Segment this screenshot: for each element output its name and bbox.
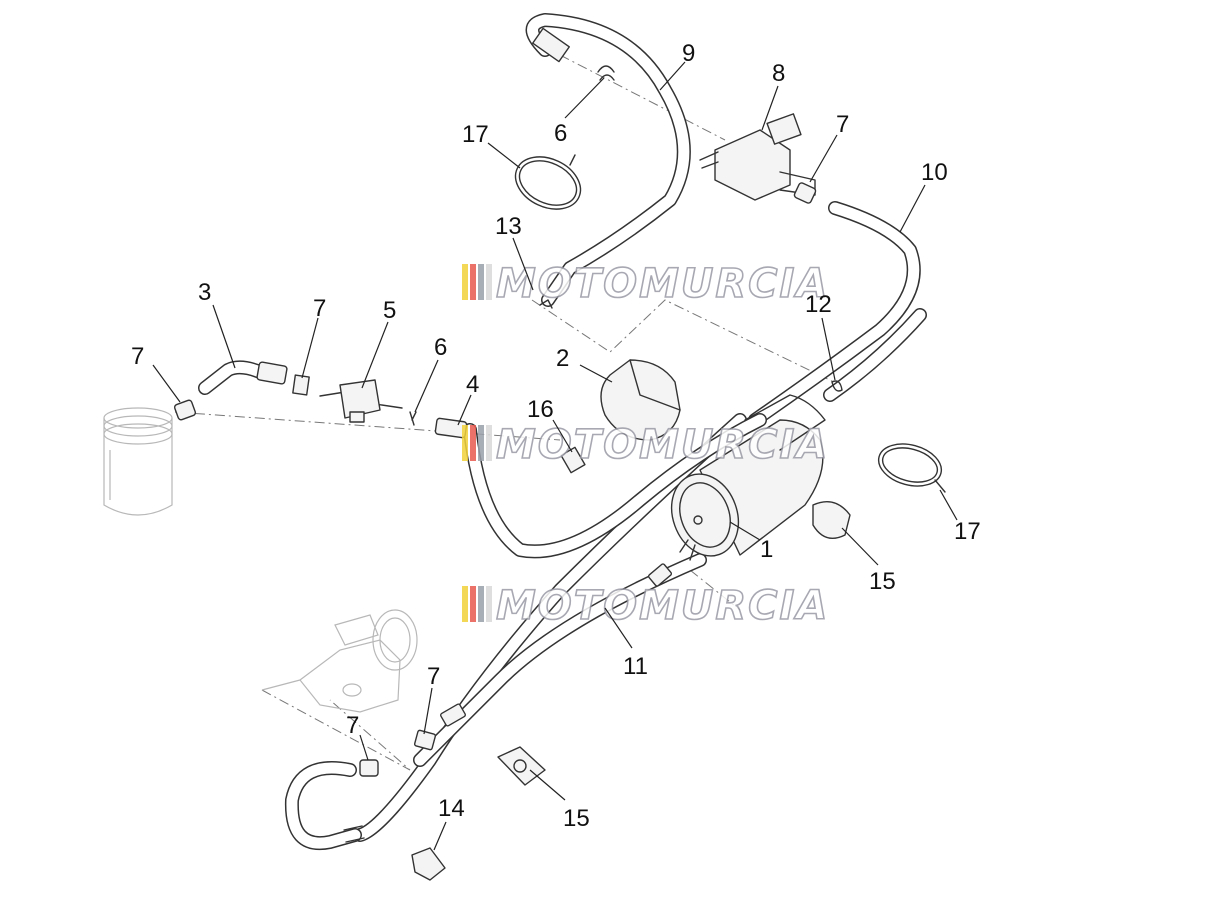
- callout-4: 4: [466, 371, 479, 398]
- callout-5: 5: [383, 297, 396, 324]
- watermark-stripe: [462, 586, 468, 622]
- hose-16: [463, 413, 767, 559]
- callout-7-upper: 7: [313, 295, 326, 322]
- purge-valve: [699, 113, 816, 201]
- callout-2: 2: [556, 345, 569, 372]
- reference-filler-neck: [103, 407, 173, 516]
- watermark-stripe: [486, 425, 492, 461]
- callout-7-left: 7: [131, 343, 144, 370]
- watermark-stripe: [478, 264, 484, 300]
- callout-6-top: 6: [554, 120, 567, 147]
- callout-17-top: 17: [462, 121, 489, 148]
- watermark-stripe: [486, 264, 492, 300]
- canister-bracket: [600, 359, 681, 441]
- callout-15-right: 15: [869, 568, 896, 595]
- callout-8: 8: [772, 60, 785, 87]
- callout-7-lower: 7: [427, 663, 440, 690]
- hose-10: [748, 201, 927, 427]
- callout-labels: 1 2 3 4 5 6 6 7 7 7 7 7 8 9 10 11 12 13 …: [131, 40, 981, 832]
- watermark-text: MOTOMURCIA: [496, 583, 829, 629]
- watermark-logo: MOTOMURCIA: [462, 582, 829, 630]
- hose-9: [525, 13, 691, 307]
- callout-11: 11: [623, 653, 648, 680]
- watermark-stripe: [478, 586, 484, 622]
- small-parts: [173, 65, 851, 881]
- watermark-stripe: [470, 264, 476, 300]
- reference-throttle-body: [261, 609, 418, 713]
- callout-16: 16: [527, 396, 554, 423]
- callout-6-middle: 6: [434, 334, 447, 361]
- callout-7-bottom: 7: [346, 712, 359, 739]
- callout-1: 1: [760, 536, 773, 563]
- carbon-canister: [670, 394, 826, 561]
- watermark-text: MOTOMURCIA: [496, 261, 829, 307]
- callout-leaders: [152, 61, 958, 851]
- callout-7-right: 7: [836, 111, 849, 138]
- assembly-lines: [174, 54, 841, 771]
- watermark-stripe: [462, 264, 468, 300]
- callout-14: 14: [438, 795, 465, 822]
- hose-11: [284, 413, 747, 851]
- watermark-logo: MOTOMURCIA: [462, 260, 829, 308]
- callout-10: 10: [921, 159, 948, 186]
- watermark-stripe: [470, 586, 476, 622]
- callout-13: 13: [495, 213, 522, 240]
- callout-12: 12: [805, 291, 832, 318]
- callout-3: 3: [198, 279, 211, 306]
- band-rings: [514, 154, 946, 493]
- watermark-stripe: [462, 425, 468, 461]
- watermark-logo: MOTOMURCIA: [462, 421, 829, 469]
- callout-15-bottom: 15: [563, 805, 590, 832]
- watermark-stripe: [478, 425, 484, 461]
- watermark-stripe: [486, 586, 492, 622]
- callout-9: 9: [682, 40, 695, 67]
- watermarks: MOTOMURCIA MOTOMURCIA MOTOMURCIA: [462, 260, 829, 630]
- hose-3: [198, 360, 288, 395]
- valve-5: [319, 379, 403, 423]
- watermark-stripe: [470, 425, 476, 461]
- callout-17-right: 17: [954, 518, 981, 545]
- watermark-text: MOTOMURCIA: [496, 422, 829, 468]
